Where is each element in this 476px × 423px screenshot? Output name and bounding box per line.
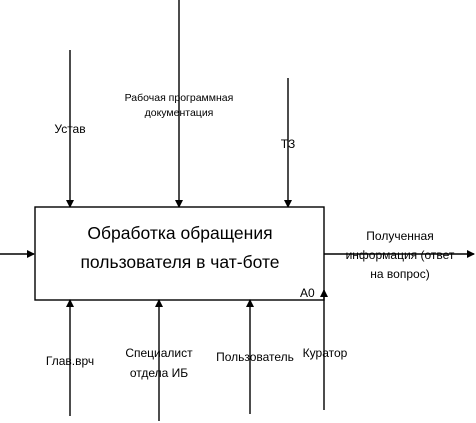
mechanism-label-specialist-line1: Специалист xyxy=(125,346,193,360)
control-label-ustav: Устав xyxy=(54,122,85,136)
activity-node-id: A0 xyxy=(300,286,315,300)
control-label-tz: ТЗ xyxy=(281,137,295,151)
mechanism-label-specialist-line2: отдела ИБ xyxy=(130,366,188,380)
output-label-line2: информация (ответ xyxy=(346,248,455,262)
activity-title-line2: пользователя в чат-боте xyxy=(80,252,279,272)
mechanism-label-curator: Куратор xyxy=(303,346,348,360)
control-label-rpd-line1: Рабочая программная xyxy=(125,92,234,104)
output-label-line1: Полученная xyxy=(366,229,433,243)
mechanism-label-user: Пользователь xyxy=(216,350,294,364)
output-label-line3: на вопрос) xyxy=(370,267,429,281)
mechanism-label-glavvrach: Глав.врч xyxy=(46,354,94,368)
control-label-rpd-line2: документация xyxy=(145,107,214,119)
activity-title-line1: Обработка обращения xyxy=(87,223,272,243)
activity-box[interactable] xyxy=(34,206,325,301)
